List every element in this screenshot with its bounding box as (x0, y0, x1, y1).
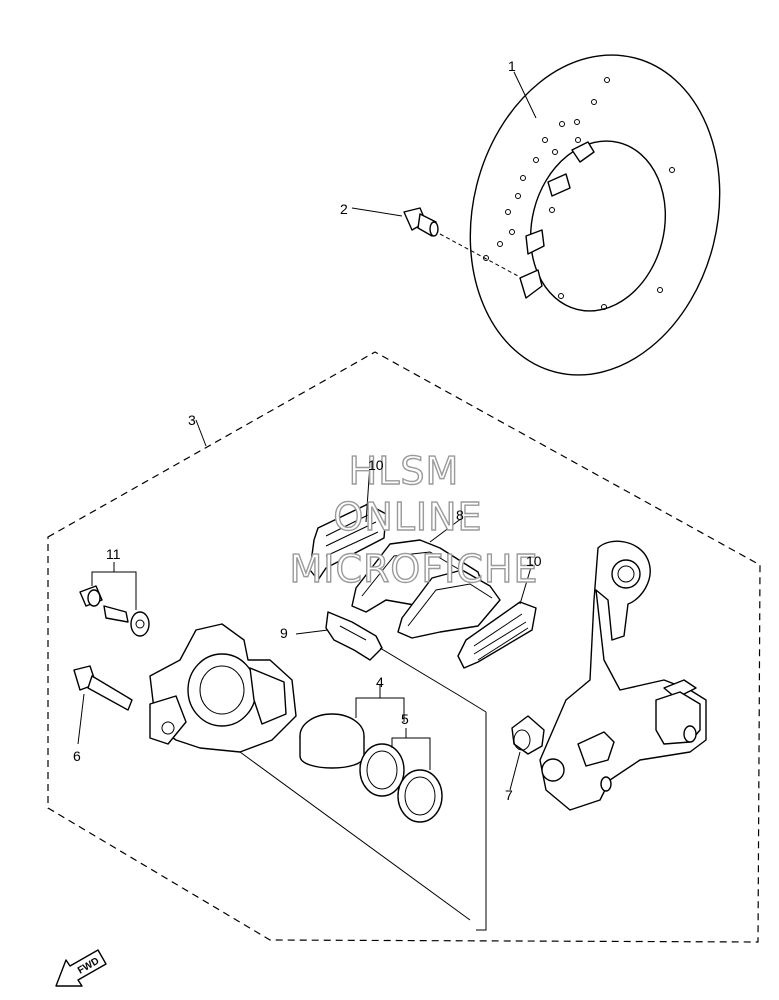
pad-spring-left (309, 503, 387, 581)
caliper-body (149, 623, 297, 753)
watermark-line-1: HLSM (349, 449, 460, 493)
brake-pad-rear (397, 569, 501, 639)
callout-7: 7 (505, 787, 513, 803)
callout-10-right: 10 (526, 553, 542, 569)
assembly-guide-lines (239, 647, 487, 931)
piston (299, 713, 365, 769)
watermark: HLSM ONLINE MICROFICHE (289, 448, 538, 591)
callout-5: 5 (401, 711, 409, 727)
caliper-bracket (539, 540, 707, 811)
callout-3: 3 (188, 412, 196, 428)
leader-lines (77, 71, 537, 791)
callout-8: 8 (456, 507, 464, 523)
disc-bolt (403, 207, 519, 277)
callout-2: 2 (340, 201, 348, 217)
guide-pin-bolt (73, 665, 133, 711)
bleed-screw-set (79, 585, 150, 637)
watermark-line-2: ONLINE (333, 495, 482, 539)
forward-arrow-icon: FWD (55, 949, 107, 987)
callout-9: 9 (280, 625, 288, 641)
piston-seal (359, 743, 405, 797)
callout-10-left: 10 (368, 457, 384, 473)
watermark-line-3: MICROFICHE (289, 547, 538, 591)
dust-seal (397, 769, 443, 823)
callout-4: 4 (376, 674, 384, 690)
brake-disc (469, 54, 721, 376)
callout-11: 11 (106, 546, 121, 562)
caliper-assembly-outline (47, 351, 761, 943)
boot (511, 715, 545, 755)
pad-spring-right (457, 601, 537, 669)
pad-support (325, 611, 383, 661)
callout-6: 6 (73, 748, 81, 764)
callout-1: 1 (508, 58, 516, 74)
